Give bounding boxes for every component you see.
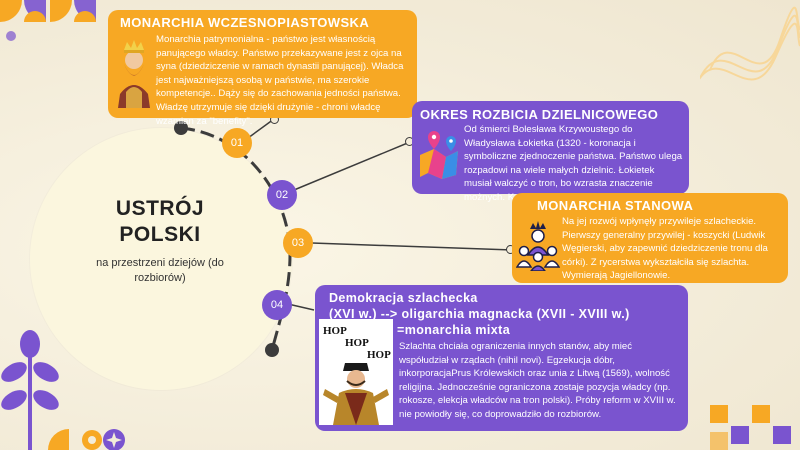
panel-heading: OKRES ROZBICIA DZIELNICOWEGO xyxy=(420,107,659,122)
decor-squiggle xyxy=(700,6,800,81)
king-icon xyxy=(118,40,150,108)
center-circle xyxy=(30,128,292,390)
panel-demokracja-szlachecka: Demokracja szlachecka (XVI w.) --> oliga… xyxy=(315,285,688,431)
hop-text-2: HOP xyxy=(345,337,369,349)
panel-heading-line1: Demokracja szlachecka xyxy=(329,291,478,305)
line-end-dot xyxy=(265,343,279,357)
main-title: USTRÓJ POLSKI xyxy=(115,197,205,246)
nobleman-image: HOP HOP HOP xyxy=(319,319,393,425)
panel-wczesnopiastowska: MONARCHIA WCZESNOPIASTOWSKA Monarchia pa… xyxy=(108,10,417,127)
hop-text-1: HOP xyxy=(323,325,347,337)
decor-flower xyxy=(1,330,59,450)
panel-heading: MONARCHIA STANOWA xyxy=(537,198,694,213)
panel-body: Szlachta chciała ograniczenia innych sta… xyxy=(399,341,676,420)
panel-monarchia-stanowa: MONARCHIA STANOWA Na jej rozwój wpłynęły… xyxy=(512,193,788,283)
decor-top-left xyxy=(0,0,96,41)
king-subjects-icon xyxy=(516,221,560,271)
marker-03: 03 xyxy=(283,228,313,258)
panel-body: Monarchia patrymonialna - państwo jest w… xyxy=(156,34,404,127)
marker-01: 01 xyxy=(222,128,252,158)
decor-bottom xyxy=(48,429,125,450)
panel-heading-line2: (XVI w.) --> oligarchia magnacka (XVII -… xyxy=(329,307,630,321)
panel-heading: MONARCHIA WCZESNOPIASTOWSKA xyxy=(120,15,370,30)
panel-body: Na jej rozwój wpłynęły przywileje szlach… xyxy=(562,216,768,282)
hop-text-3: HOP xyxy=(367,349,391,361)
marker-04: 04 xyxy=(262,290,292,320)
panel-heading-line3: =monarchia mixta xyxy=(397,323,511,337)
marker-02: 02 xyxy=(267,180,297,210)
map-pins-icon xyxy=(420,131,458,179)
line-start-dot xyxy=(174,121,188,135)
panel-rozbicie-dzielnicowe: OKRES ROZBICIA DZIELNICOWEGO Od śmierci … xyxy=(412,101,689,203)
decor-squares xyxy=(710,405,791,450)
main-subtitle: na przestrzeni dziejów (do rozbiorów) xyxy=(96,257,224,284)
